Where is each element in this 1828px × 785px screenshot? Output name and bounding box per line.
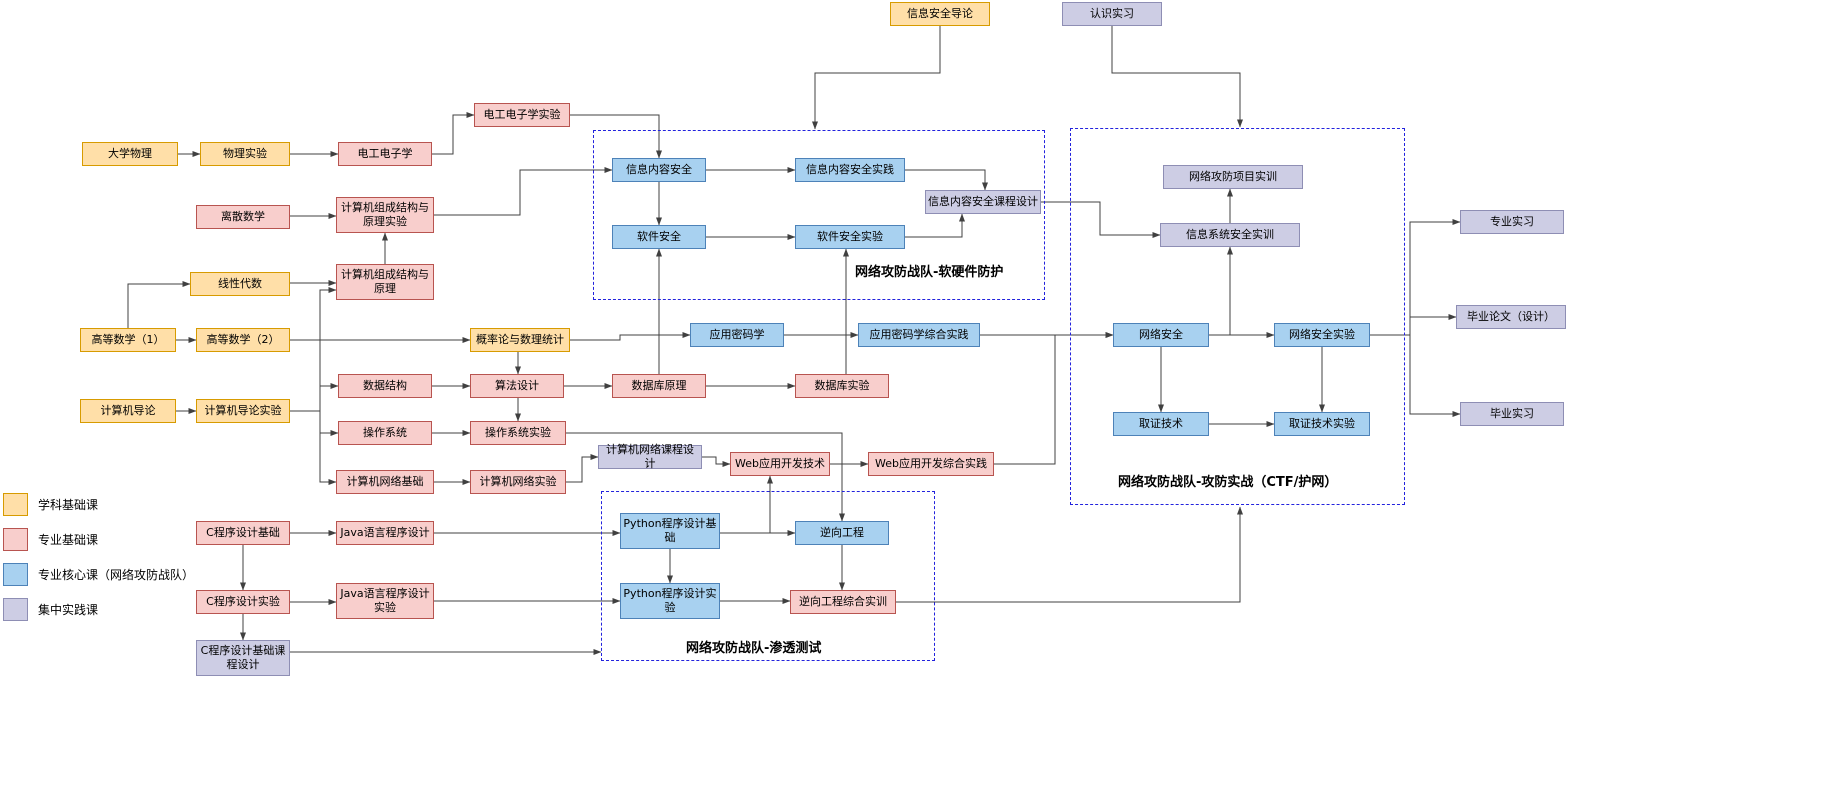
node-calc2[interactable]: 高等数学（2） xyxy=(196,328,290,352)
node-network-sec-exp[interactable]: 网络安全实验 xyxy=(1274,323,1370,347)
legend-label: 学科基础课 xyxy=(38,498,99,512)
legend-swatch-pink xyxy=(3,528,28,551)
node-grad-internship[interactable]: 毕业实习 xyxy=(1460,402,1564,426)
node-thesis[interactable]: 毕业论文（设计） xyxy=(1456,305,1566,329)
legend-label: 专业核心课（网络攻防战队） xyxy=(38,568,195,582)
node-info-content-sec[interactable]: 信息内容安全 xyxy=(612,158,706,182)
node-info-content-sec-practice[interactable]: 信息内容安全实践 xyxy=(795,158,905,182)
node-applied-crypto-practice[interactable]: 应用密码学综合实践 xyxy=(858,323,980,347)
node-infosys-sec-training[interactable]: 信息系统安全实训 xyxy=(1160,223,1300,247)
node-intro-infosec[interactable]: 信息安全导论 xyxy=(890,2,990,26)
legend-swatch-purple xyxy=(3,598,28,621)
node-prof-internship[interactable]: 专业实习 xyxy=(1460,210,1564,234)
node-database-exp[interactable]: 数据库实验 xyxy=(795,374,889,398)
node-os[interactable]: 操作系统 xyxy=(338,421,432,445)
group-label-attack-defense-combat: 网络攻防战队-攻防实战（CTF/护网） xyxy=(1118,475,1338,490)
node-calc1[interactable]: 高等数学（1） xyxy=(80,328,176,352)
node-c-basics[interactable]: C程序设计基础 xyxy=(196,521,290,545)
edge-intro-infosec-to-group-soft-hard-protection xyxy=(812,26,941,130)
edge-prob-stats-to-applied-crypto xyxy=(570,332,691,341)
node-forensics[interactable]: 取证技术 xyxy=(1113,412,1209,436)
legend: 学科基础课专业基础课专业核心课（网络攻防战队） 集中实践课 xyxy=(3,493,194,633)
node-univ-physics[interactable]: 大学物理 xyxy=(82,142,178,166)
group-penetration-testing xyxy=(601,491,935,661)
legend-item-blue: 专业核心课（网络攻防战队） xyxy=(3,563,194,586)
legend-label: 集中实践课 xyxy=(38,603,99,617)
group-soft-hard-protection xyxy=(593,130,1045,300)
legend-swatch-orange xyxy=(3,493,28,516)
node-web-dev[interactable]: Web应用开发技术 xyxy=(730,452,830,476)
node-reverse-eng-training[interactable]: 逆向工程综合实训 xyxy=(790,590,896,614)
node-intro-cs-exp[interactable]: 计算机导论实验 xyxy=(196,399,290,423)
node-electro-exp[interactable]: 电工电子学实验 xyxy=(474,103,570,127)
legend-item-orange: 学科基础课 xyxy=(3,493,194,516)
node-c-exp[interactable]: C程序设计实验 xyxy=(196,590,290,614)
node-python-exp[interactable]: Python程序设计实验 xyxy=(620,583,720,619)
edge-intro-cs-exp-to-network-basics xyxy=(290,410,337,485)
edge-cognition-internship-to-group-attack-defense-combat xyxy=(1111,26,1243,128)
node-os-exp[interactable]: 操作系统实验 xyxy=(470,421,566,445)
node-network-sec[interactable]: 网络安全 xyxy=(1113,323,1209,347)
node-physics-exp[interactable]: 物理实验 xyxy=(200,142,290,166)
node-web-dev-practice[interactable]: Web应用开发综合实践 xyxy=(868,452,994,476)
legend-label: 专业基础课 xyxy=(38,533,99,547)
group-attack-defense-combat xyxy=(1070,128,1405,505)
node-applied-crypto[interactable]: 应用密码学 xyxy=(690,323,784,347)
node-data-structures[interactable]: 数据结构 xyxy=(338,374,432,398)
node-python-basics[interactable]: Python程序设计基础 xyxy=(620,513,720,549)
edge-intro-cs-exp-to-os xyxy=(290,410,339,436)
node-discrete-math[interactable]: 离散数学 xyxy=(196,205,290,229)
node-network-exp[interactable]: 计算机网络实验 xyxy=(470,470,566,494)
node-network-basics[interactable]: 计算机网络基础 xyxy=(336,470,434,494)
legend-swatch-blue xyxy=(3,563,28,586)
node-software-sec-exp[interactable]: 软件安全实验 xyxy=(795,225,905,249)
node-java-exp[interactable]: Java语言程序设计实验 xyxy=(336,583,434,619)
group-label-penetration-testing: 网络攻防战队-渗透测试 xyxy=(686,641,822,656)
node-forensics-exp[interactable]: 取证技术实验 xyxy=(1274,412,1370,436)
edge-reverse-eng-training-to-group-attack-defense-combat xyxy=(896,506,1243,603)
node-linear-algebra[interactable]: 线性代数 xyxy=(190,272,290,296)
node-algo-design[interactable]: 算法设计 xyxy=(470,374,564,398)
node-network-attack-training[interactable]: 网络攻防项目实训 xyxy=(1163,165,1303,189)
edge-intro-cs-exp-to-comp-org xyxy=(290,287,337,412)
legend-item-purple: 集中实践课 xyxy=(3,598,194,621)
node-intro-cs[interactable]: 计算机导论 xyxy=(80,399,176,423)
node-comp-org[interactable]: 计算机组成结构与原理 xyxy=(336,264,434,300)
edge-network-course-design-to-web-dev xyxy=(702,456,731,467)
node-info-content-sec-design[interactable]: 信息内容安全课程设计 xyxy=(925,190,1041,214)
edge-intro-cs-exp-to-data-structures xyxy=(290,383,339,412)
node-c-course-design[interactable]: C程序设计基础课程设计 xyxy=(196,640,290,676)
node-reverse-eng[interactable]: 逆向工程 xyxy=(795,521,889,545)
node-comp-org-exp[interactable]: 计算机组成结构与原理实验 xyxy=(336,197,434,233)
edge-calc1-to-linear-algebra xyxy=(127,281,191,328)
node-prob-stats[interactable]: 概率论与数理统计 xyxy=(470,328,570,352)
node-network-course-design[interactable]: 计算机网络课程设计 xyxy=(598,443,702,470)
group-label-soft-hard-protection: 网络攻防战队-软硬件防护 xyxy=(855,265,1004,280)
legend-item-pink: 专业基础课 xyxy=(3,528,194,551)
node-java[interactable]: Java语言程序设计 xyxy=(336,521,434,545)
node-cognition-internship[interactable]: 认识实习 xyxy=(1062,2,1162,26)
edge-comp-org-exp-to-info-content-sec xyxy=(434,167,613,216)
edge-electro-to-electro-exp xyxy=(432,112,475,155)
node-electro[interactable]: 电工电子学 xyxy=(338,142,432,166)
node-database[interactable]: 数据库原理 xyxy=(612,374,706,398)
edge-network-exp-to-network-course-design xyxy=(566,454,599,483)
node-software-sec[interactable]: 软件安全 xyxy=(612,225,706,249)
